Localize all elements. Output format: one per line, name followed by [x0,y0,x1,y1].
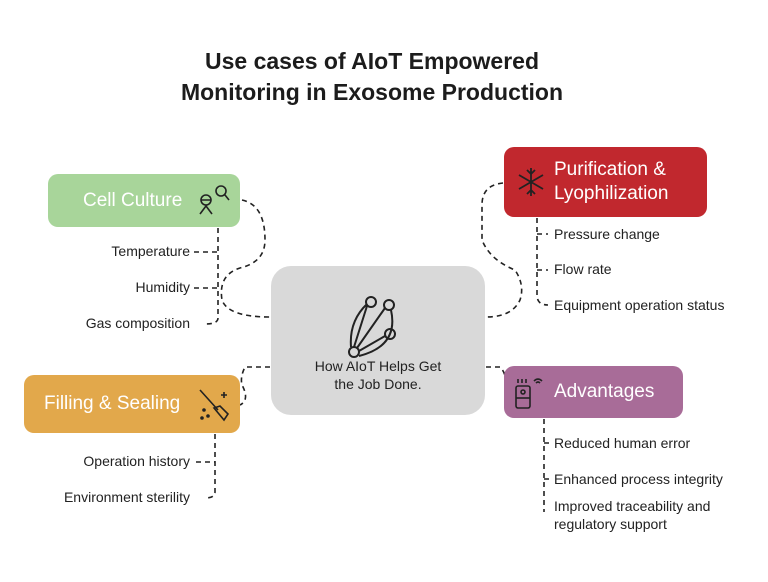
filling-sealing-label: Filling & Sealing [44,393,181,414]
smart-device-icon [515,378,543,409]
cell-culture-label: Cell Culture [83,189,183,211]
advantages-label: Advantages [554,381,655,402]
purification-node: Purification & Lyophilization [504,147,707,217]
purification-label: Purification & Lyophilization [554,158,668,206]
network-nodes-icon [348,296,396,358]
cell-culture-item: Gas composition [85,315,190,331]
center-label: How AIoT Helps Get the Job Done. [315,357,442,393]
broom-sparkle-icon [199,389,230,422]
scientist-search-icon [199,185,230,215]
filling-item: Environment sterility [63,489,190,505]
snowflake-icon [518,168,544,196]
filling-sealing-node: Filling & Sealing [24,375,240,433]
purification-label-line-1: Purification & [554,159,666,180]
purification-label-line-2: Lyophilization [554,183,669,204]
center-label-line-2: the Job Done. [334,376,422,392]
connector-filling-items [204,434,216,499]
cell-culture-node: Cell Culture [48,174,240,227]
advantages-item: regulatory support [554,516,667,532]
purification-item: Equipment operation status [554,297,725,313]
connector-purification [481,182,523,318]
advantages-item: Enhanced process integrity [554,471,723,487]
advantages-item: Reduced human error [554,435,691,451]
purification-item: Pressure change [554,226,660,242]
cell-culture-item: Temperature [111,243,190,259]
advantages-node: Advantages [504,366,683,418]
center-label-line-1: How AIoT Helps Get [314,358,442,374]
connector-cell-culture [220,199,271,318]
cell-culture-item: Humidity [135,279,190,295]
title-line-1: Use cases of AIoT Empowered [204,48,540,74]
advantages-item: Improved traceability and [554,498,711,514]
purification-item: Flow rate [554,261,612,277]
center-node: How AIoT Helps Get the Job Done. [271,266,485,415]
connector-filling [239,366,270,406]
connector-purification-items [536,218,549,306]
connector-cell-culture-items [204,228,219,325]
connector-advantages [486,366,507,391]
title-line-2: Monitoring in Exosome Production [180,79,564,105]
filling-item: Operation history [83,453,190,469]
